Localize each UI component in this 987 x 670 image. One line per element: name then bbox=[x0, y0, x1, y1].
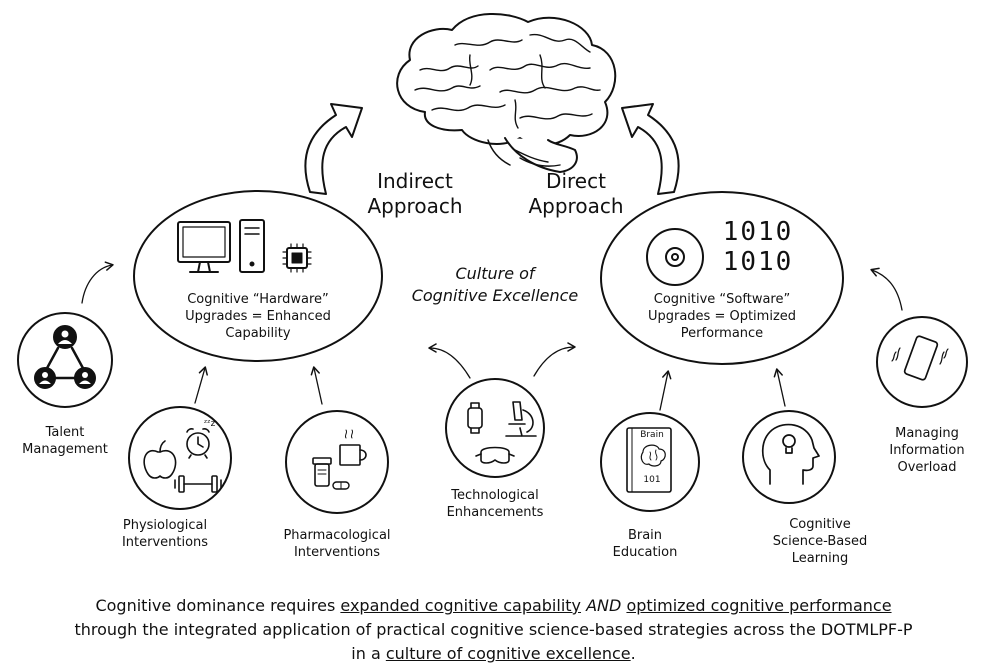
book-101-text: 101 bbox=[643, 475, 661, 485]
coffee-mug-icon bbox=[339, 429, 367, 466]
microscope-icon bbox=[505, 401, 537, 437]
software-label: Cognitive “Software”Upgrades = Optimized… bbox=[647, 292, 797, 341]
pill-icon bbox=[332, 481, 350, 490]
book-brain-text: Brain bbox=[640, 430, 664, 440]
smartwatch-icon bbox=[467, 402, 483, 434]
physiological-circle bbox=[128, 406, 232, 510]
alarm-clock-icon bbox=[186, 428, 210, 459]
team-network-icon bbox=[34, 325, 96, 389]
caption-line-1: Cognitive dominance requires expanded co… bbox=[0, 594, 987, 618]
cap3-segment-0: in a bbox=[351, 644, 386, 663]
arrow-tech-left bbox=[428, 343, 471, 379]
brain-icon bbox=[396, 13, 617, 173]
brain-book-icon bbox=[626, 427, 672, 493]
arrow-brain-education bbox=[659, 370, 672, 411]
indirect-approach-arrow bbox=[304, 103, 363, 195]
monitor-icon bbox=[177, 221, 231, 273]
brain-education-circle bbox=[600, 412, 700, 512]
sleep-zzz-icon: ᶻᶻz bbox=[204, 419, 216, 429]
arrow-physiological bbox=[194, 366, 208, 404]
direct-approach-arrow bbox=[621, 103, 680, 195]
vibrating-phone-icon bbox=[891, 335, 949, 381]
arrow-pharmacological bbox=[310, 366, 323, 405]
pill-bottle-icon bbox=[312, 457, 332, 487]
arrow-managing bbox=[870, 267, 903, 311]
chip-icon bbox=[282, 243, 312, 273]
apple-icon bbox=[143, 440, 177, 479]
connector-arrows bbox=[81, 261, 903, 411]
talent-circle bbox=[17, 312, 113, 408]
caption-line-3: in a culture of cognitive excellence. bbox=[0, 642, 987, 666]
arrow-talent bbox=[81, 261, 114, 304]
cap1-segment-0: Cognitive dominance requires bbox=[95, 596, 341, 615]
disc-icon bbox=[646, 228, 704, 286]
head-lightbulb-icon bbox=[761, 423, 820, 485]
managing-circle bbox=[876, 316, 968, 408]
technological-circle bbox=[445, 378, 545, 478]
cap3-segment-1: culture of cognitive excellence bbox=[385, 644, 631, 663]
caption-line-2: through the integrated application of pr… bbox=[74, 620, 913, 639]
cap1-segment-3: AND bbox=[586, 596, 622, 615]
pharmacological-circle bbox=[285, 410, 389, 514]
dumbbell-icon bbox=[174, 475, 222, 493]
computer-tower-icon bbox=[239, 219, 265, 273]
arrow-cognitive-science bbox=[773, 368, 786, 407]
software-ellipse bbox=[600, 191, 844, 365]
cap1-segment-5: optimized cognitive performance bbox=[626, 596, 892, 615]
vr-goggles-icon bbox=[475, 446, 515, 464]
hardware-ellipse bbox=[133, 190, 383, 362]
cap3-segment-2: . bbox=[630, 644, 636, 663]
cognitive-science-circle bbox=[742, 410, 836, 504]
cap1-segment-1: expanded cognitive capability bbox=[340, 596, 582, 615]
arrow-tech-right bbox=[533, 342, 576, 377]
caption: Cognitive dominance requires expanded co… bbox=[0, 594, 987, 666]
